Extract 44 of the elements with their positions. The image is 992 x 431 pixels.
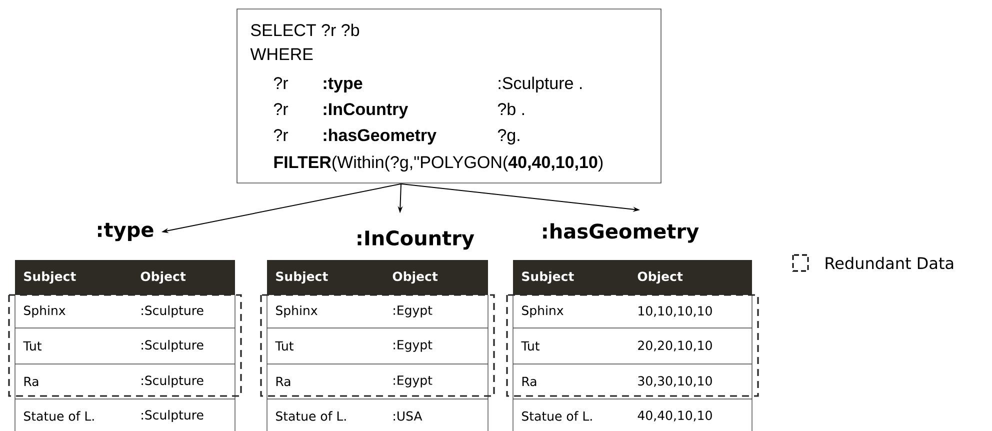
query-text: ?r [274, 77, 288, 89]
table-cell: Ra [522, 376, 536, 386]
table-cell: Tut [23, 341, 42, 351]
query-text: FILTER(Within(?g,"POLYGON(40,40,10,10) [274, 156, 603, 172]
table-cell: :Egypt [394, 340, 432, 352]
query-text: ?r [274, 103, 288, 115]
table-cell: 30,30,10,10 [638, 376, 712, 387]
query-text: SELECT ?r ?b [250, 24, 360, 36]
query-text: :hasGeometry [324, 128, 436, 145]
table-cell: Ra [276, 376, 290, 386]
table-cell: :Sculpture [142, 410, 204, 422]
query-text: :Sculpture . [498, 76, 582, 93]
table-cell: Ra [24, 376, 38, 386]
table-cell: Statue of L. [24, 411, 94, 421]
table-cell: :Sculpture [142, 375, 204, 388]
table-cell: 20,20,10,10 [638, 340, 712, 352]
table-title: :hasGeometry [543, 223, 699, 243]
query-text: :type [324, 78, 362, 93]
table-cell: 10,10,10,10 [638, 306, 712, 317]
query-text: ?b . [498, 102, 524, 116]
table-cell: Statue of L. [276, 411, 346, 421]
table-header: Subject Object [15, 260, 235, 295]
query-text: :InCountry [324, 103, 408, 119]
query-text: WHERE [250, 48, 313, 60]
table-cell: :USA [394, 411, 422, 421]
query-box [236, 8, 662, 184]
table-header: Subject Object [513, 260, 752, 295]
table-cell: :Sculpture [142, 340, 204, 352]
table-cell: :Sculpture [142, 305, 204, 318]
table-cell: :Egypt [394, 376, 432, 388]
table-cell: :Egypt [394, 306, 432, 318]
query-text: ?r [274, 129, 288, 141]
table-title: :InCountry [358, 230, 474, 250]
table-cell: Tut [275, 341, 294, 351]
query-text: ?g. [498, 129, 520, 145]
table-cell: Sphinx [276, 305, 318, 318]
legend-text: Redundant Data [826, 256, 954, 270]
table-header: Subject Object [267, 260, 488, 295]
table-cell: Statue of L. [522, 411, 592, 421]
table-cell: Sphinx [24, 305, 66, 318]
table-cell: Tut [521, 341, 540, 351]
table-cell: Sphinx [522, 305, 564, 318]
table-title: :type [98, 222, 154, 242]
table-cell: 40,40,10,10 [638, 410, 712, 422]
